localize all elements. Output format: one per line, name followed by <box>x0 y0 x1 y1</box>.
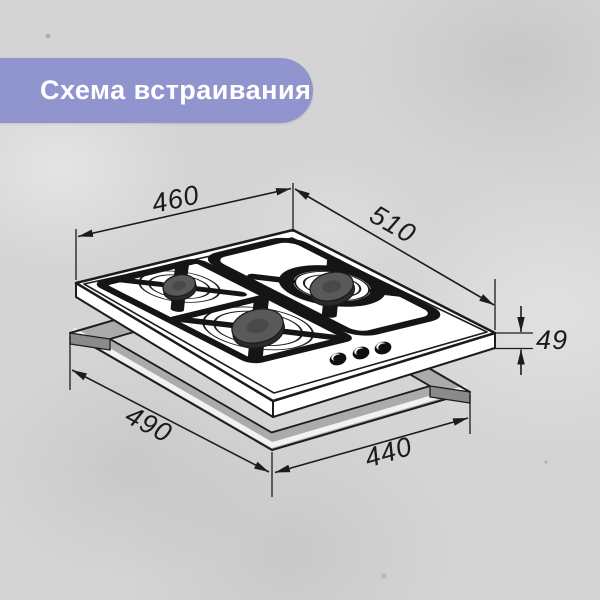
grate-bar <box>273 328 344 341</box>
control-knob <box>329 352 347 366</box>
grate-bar <box>173 316 243 329</box>
burner-well <box>213 310 304 346</box>
dimension-label-hob-height: 49 <box>536 325 568 355</box>
control-knob <box>352 346 370 360</box>
dimension-line-hob-width <box>77 187 292 238</box>
hob <box>74 228 497 418</box>
burner-cap-small <box>162 274 197 301</box>
page-title: Схема встраивания <box>40 75 312 105</box>
dimension-line-cutout-width <box>71 369 270 473</box>
grate-bar <box>247 273 296 284</box>
control-knob <box>374 341 392 355</box>
title-banner: Схема встраивания <box>0 58 313 123</box>
burner-cap-medium <box>231 308 285 349</box>
dimension-label-cutout-width: 490 <box>121 400 177 449</box>
pan-support-left <box>96 259 352 364</box>
dimension-line-hob-depth <box>294 188 495 306</box>
dimension-label-hob-width: 460 <box>149 179 202 219</box>
dimension-line-cutout-depth <box>274 417 469 474</box>
dimension-label-hob-depth: 510 <box>365 199 422 249</box>
cutout-band-highlight <box>71 327 467 448</box>
dimension-label-cutout-depth: 440 <box>361 431 416 473</box>
grate-bar <box>191 286 247 297</box>
burner-well <box>148 274 211 299</box>
grate-bar <box>112 277 168 288</box>
